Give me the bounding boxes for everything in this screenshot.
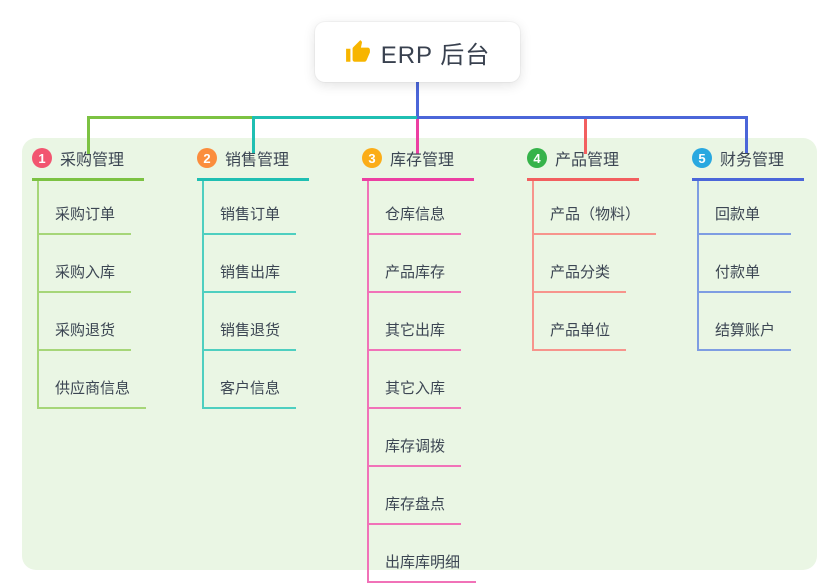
drop-line-inventory xyxy=(416,119,419,154)
branch-line-sales xyxy=(252,116,418,119)
category-children: 销售订单销售出库销售退货客户信息 xyxy=(202,181,297,409)
child-item[interactable]: 产品（物料） xyxy=(534,181,657,235)
category-label: 产品管理 xyxy=(555,152,620,169)
category-number-badge: 1 xyxy=(32,148,52,168)
child-item[interactable]: 结算账户 xyxy=(699,293,792,351)
category-header[interactable]: 1 采购管理 xyxy=(32,146,144,181)
child-item[interactable]: 出库库明细 xyxy=(369,525,477,583)
category-number-badge: 3 xyxy=(362,148,382,168)
drop-line-finance xyxy=(745,116,748,154)
category-header[interactable]: 4 产品管理 xyxy=(527,146,639,181)
child-item[interactable]: 销售订单 xyxy=(204,181,297,235)
child-item[interactable]: 采购退货 xyxy=(39,293,132,351)
category-number-badge: 2 xyxy=(197,148,217,168)
child-item[interactable]: 库存盘点 xyxy=(369,467,462,525)
child-item[interactable]: 采购订单 xyxy=(39,181,132,235)
child-item[interactable]: 产品库存 xyxy=(369,235,462,293)
child-item[interactable]: 付款单 xyxy=(699,235,791,293)
category-label: 采购管理 xyxy=(60,152,125,169)
drop-line-purchase xyxy=(87,116,90,154)
category-children: 产品（物料）产品分类产品单位 xyxy=(532,181,657,351)
category-children: 仓库信息产品库存其它出库其它入库库存调拨库存盘点出库库明细 xyxy=(367,181,477,583)
mindmap-panel xyxy=(22,138,817,570)
root-stem-line xyxy=(416,82,419,119)
child-item[interactable]: 销售退货 xyxy=(204,293,297,351)
child-item[interactable]: 销售出库 xyxy=(204,235,297,293)
category-column-5: 5 财务管理 回款单付款单结算账户 xyxy=(692,146,839,351)
child-item[interactable]: 仓库信息 xyxy=(369,181,462,235)
category-header[interactable]: 5 财务管理 xyxy=(692,146,804,181)
category-label: 财务管理 xyxy=(720,152,785,169)
category-column-2: 2 销售管理 销售订单销售出库销售退货客户信息 xyxy=(197,146,357,409)
category-children: 回款单付款单结算账户 xyxy=(697,181,792,351)
category-number-badge: 4 xyxy=(527,148,547,168)
category-header[interactable]: 3 库存管理 xyxy=(362,146,474,181)
child-item[interactable]: 供应商信息 xyxy=(39,351,147,409)
category-number-badge: 5 xyxy=(692,148,712,168)
root-node[interactable]: ERP 后台 xyxy=(315,22,520,82)
category-header[interactable]: 2 销售管理 xyxy=(197,146,309,181)
child-item[interactable]: 客户信息 xyxy=(204,351,297,409)
category-label: 销售管理 xyxy=(225,152,290,169)
branch-line-finance xyxy=(417,116,748,119)
category-column-3: 3 库存管理 仓库信息产品库存其它出库其它入库库存调拨库存盘点出库库明细 xyxy=(362,146,522,583)
thumbs-up-icon xyxy=(345,39,371,65)
child-item[interactable]: 回款单 xyxy=(699,181,791,235)
root-title: ERP 后台 xyxy=(380,41,491,69)
branch-line-purchase xyxy=(87,116,254,119)
drop-line-sales xyxy=(252,116,255,154)
drop-line-product xyxy=(584,119,587,154)
child-item[interactable]: 产品分类 xyxy=(534,235,627,293)
child-item[interactable]: 采购入库 xyxy=(39,235,132,293)
child-item[interactable]: 产品单位 xyxy=(534,293,627,351)
child-item[interactable]: 库存调拨 xyxy=(369,409,462,467)
category-children: 采购订单采购入库采购退货供应商信息 xyxy=(37,181,147,409)
child-item[interactable]: 其它出库 xyxy=(369,293,462,351)
child-item[interactable]: 其它入库 xyxy=(369,351,462,409)
category-column-1: 1 采购管理 采购订单采购入库采购退货供应商信息 xyxy=(32,146,192,409)
category-label: 库存管理 xyxy=(390,152,455,169)
category-column-4: 4 产品管理 产品（物料）产品分类产品单位 xyxy=(527,146,687,351)
